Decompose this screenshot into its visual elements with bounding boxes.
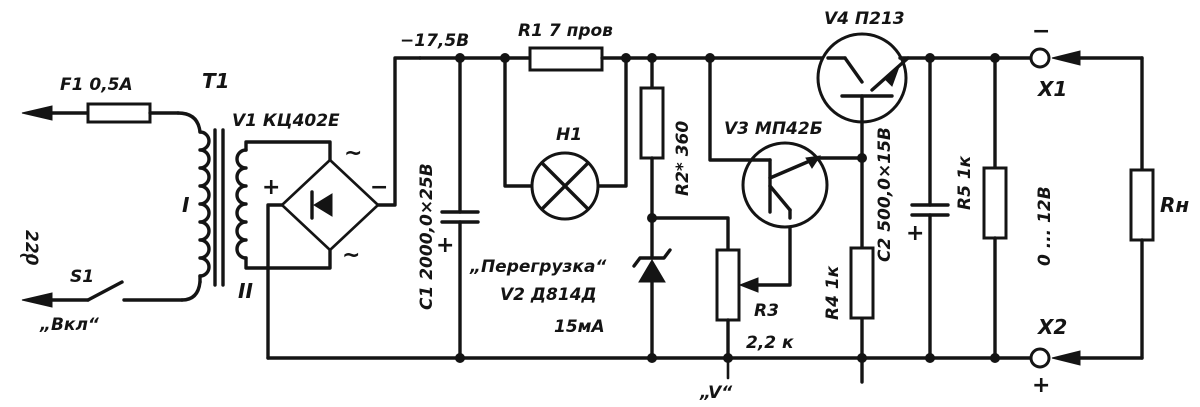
transformer-t1 xyxy=(198,128,332,287)
capacitor-c2 xyxy=(910,53,950,360)
fuse-label: F1 0,5A xyxy=(60,75,133,95)
r3-label: R3 xyxy=(754,301,779,321)
labels: F1 0,5A T1 I II 220 ~ S1 „Вкл“ V1 КЦ402Е… xyxy=(18,9,1189,403)
bridge-plus-lead xyxy=(266,203,284,360)
zener-v2-bar xyxy=(632,248,672,268)
c1-label: C1 2000,0×25В xyxy=(417,163,437,310)
v4-emitter-arrow xyxy=(885,63,901,87)
supply-voltage-label: −17,5В xyxy=(400,31,469,51)
potentiometer-r3 xyxy=(650,213,792,360)
bridge-diamond xyxy=(280,158,380,252)
bridge-ac-bottom: ~ xyxy=(342,243,360,268)
x1-label: X1 xyxy=(1036,77,1067,101)
secondary-winding xyxy=(235,148,248,260)
bridge-minus-lead xyxy=(376,56,422,207)
resistor-r5-group xyxy=(982,53,1008,360)
terminal-x2 xyxy=(1029,347,1051,369)
mains-arrow-top xyxy=(21,105,53,121)
c2-label: C2 500,0×15В xyxy=(875,127,895,262)
bridge-ac-top: ~ xyxy=(344,141,362,166)
v4-label: V4 П213 xyxy=(824,9,905,29)
zener-label: V2 Д814Д xyxy=(500,285,597,305)
resistor-load xyxy=(1129,168,1155,242)
transformer-label: T1 xyxy=(202,69,230,93)
resistor-r5 xyxy=(982,166,1008,240)
c2-plus-sign: + xyxy=(906,221,924,246)
v3-label: V3 МП42Б xyxy=(724,119,823,139)
resistor-r2 xyxy=(639,86,665,160)
x2-arrow xyxy=(1051,350,1081,366)
switch-s1-blade xyxy=(86,280,124,302)
lamp-label: H1 xyxy=(556,125,582,145)
c1-plus-sign: + xyxy=(436,233,454,258)
mains-tilde-label: ~ xyxy=(18,243,35,267)
zener-v2-triangle xyxy=(638,259,666,283)
lamp-h1 xyxy=(503,56,628,221)
r3-value-label: 2,2 к xyxy=(746,333,794,353)
mains-voltage-label: 220 xyxy=(21,230,41,266)
bridge-minus-sign: − xyxy=(370,175,388,200)
x2-label: X2 xyxy=(1036,315,1067,339)
bridge-plus-sign: + xyxy=(262,175,280,200)
secondary-winding-label: II xyxy=(238,279,253,303)
fuse-f1 xyxy=(86,102,152,124)
x1-arrow xyxy=(1051,50,1081,66)
r2-zener-branch xyxy=(632,56,672,360)
r3-wiper-arrow xyxy=(738,277,759,293)
meter-point-label: „V“ xyxy=(699,383,733,403)
transistor-v3 xyxy=(708,56,862,229)
r2-label: R2* 360 xyxy=(673,121,693,196)
switch-state-label: „Вкл“ xyxy=(39,315,100,335)
resistor-r4 xyxy=(849,246,875,320)
resistor-r4-group xyxy=(849,246,875,320)
primary-winding xyxy=(198,130,211,278)
mains-arrow-bottom xyxy=(21,292,53,308)
zener-current-label: 15мА xyxy=(554,317,605,337)
resistor-r3 xyxy=(715,248,741,322)
load-label: Rн xyxy=(1160,193,1189,217)
bottom-rail xyxy=(266,353,1036,380)
overload-label: „Перегрузка“ xyxy=(469,257,607,277)
mains-input xyxy=(21,102,202,308)
bridge-diode-triangle xyxy=(313,193,333,217)
output-terminals xyxy=(1029,47,1155,369)
resistor-r1 xyxy=(528,46,604,72)
primary-winding-label: I xyxy=(182,193,190,217)
bridge-rectifier-v1 xyxy=(266,56,422,360)
switch-label: S1 xyxy=(70,267,94,287)
transistor-v3-circle xyxy=(741,141,829,229)
r4-label: R4 1к xyxy=(823,265,843,320)
terminal-x1 xyxy=(1029,47,1051,69)
r1-label: R1 7 пров xyxy=(518,21,613,41)
r5-label: R5 1к xyxy=(955,155,975,210)
output-range-label: 0 ... 12В xyxy=(1035,186,1055,266)
bridge-label: V1 КЦ402Е xyxy=(232,111,340,131)
x2-plus-sign: + xyxy=(1032,373,1050,398)
transistor-v4 xyxy=(816,32,1042,384)
x1-minus-sign: − xyxy=(1032,19,1050,44)
capacitor-c1 xyxy=(440,56,480,360)
